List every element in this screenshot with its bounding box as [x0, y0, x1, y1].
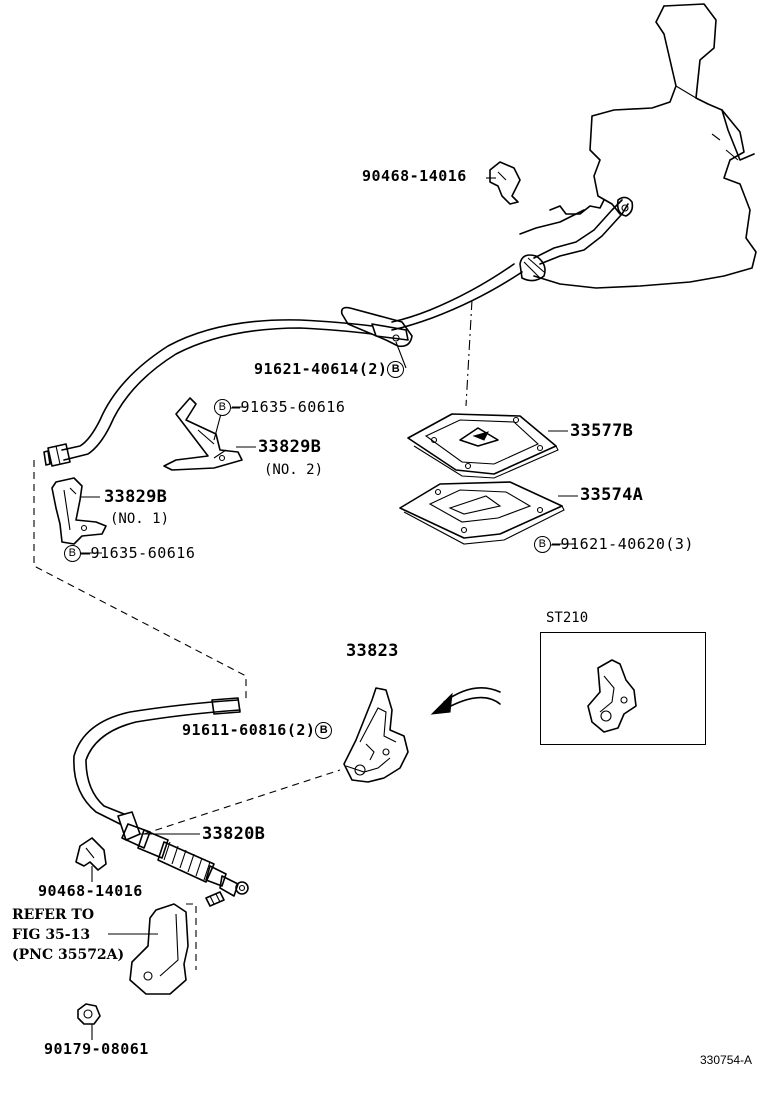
cable-bracket-33823	[343, 687, 409, 783]
upper-cable-bracket	[340, 306, 413, 348]
alignment-line-bracket	[143, 769, 341, 835]
mark-b-icon: B	[534, 536, 551, 553]
lower-shift-cable	[73, 697, 241, 825]
transmission-lever-bracket	[129, 903, 197, 995]
label-plate: 33577B	[570, 421, 634, 441]
transmission-housing	[519, 3, 757, 289]
inset-arrow	[430, 686, 501, 715]
mark-b-icon: B	[315, 722, 333, 739]
label-bracket-no1-note: (NO. 1)	[110, 511, 170, 527]
label-clip-lower: 90468-14016	[38, 882, 143, 900]
label-bolt-no1: B—91635-60616	[64, 545, 195, 562]
label-bracket-no1-part: 33829B	[104, 487, 168, 507]
clip-upper	[489, 161, 521, 205]
refer-line-2: FIG 35-13	[12, 927, 91, 943]
label-bolt-no2: B—91635-60616	[214, 399, 345, 416]
label-gasket: 33574A	[580, 485, 644, 505]
refer-note: REFER TO FIG 35-13 (PNC 35572A)	[12, 905, 124, 965]
leader-lines	[80, 177, 578, 1040]
label-cable: 33820B	[202, 824, 266, 844]
alignment-line-plate	[465, 299, 473, 407]
label-bolt-33823: 91611-60816(2)B	[182, 722, 333, 739]
reference-code: 330754-A	[700, 1053, 753, 1067]
mark-b-icon: B	[387, 361, 405, 378]
gasket	[399, 481, 565, 545]
label-bolt-upper: 91621-40614(2)B	[254, 361, 405, 378]
upper-shift-cable	[43, 196, 634, 467]
label-clip-upper: 90468-14016	[362, 167, 467, 185]
inset-frame	[540, 632, 706, 745]
shift-plate	[407, 413, 559, 479]
label-bracket-33823: 33823	[346, 641, 399, 661]
refer-line-3: (PNC 35572A)	[12, 947, 125, 963]
clip-lower	[75, 837, 107, 871]
label-inset-model: ST210	[546, 610, 589, 626]
label-bolt-gasket: B—91621-40620(3)	[534, 536, 694, 553]
refer-line-1: REFER TO	[12, 907, 95, 923]
cable-bracket-no1	[51, 477, 107, 545]
mark-b-icon: B	[64, 545, 81, 562]
inset-bracket-st210	[587, 659, 637, 733]
nut	[77, 1003, 101, 1025]
mark-b-icon: B	[214, 399, 231, 416]
cable-end-assembly	[117, 811, 249, 907]
connection-line-cable	[33, 460, 247, 700]
label-bracket-no2-part: 33829B	[258, 437, 322, 457]
label-bracket-no2-note: (NO. 2)	[264, 462, 324, 478]
label-nut: 90179-08061	[44, 1040, 149, 1058]
cable-bracket-no2	[163, 397, 243, 471]
